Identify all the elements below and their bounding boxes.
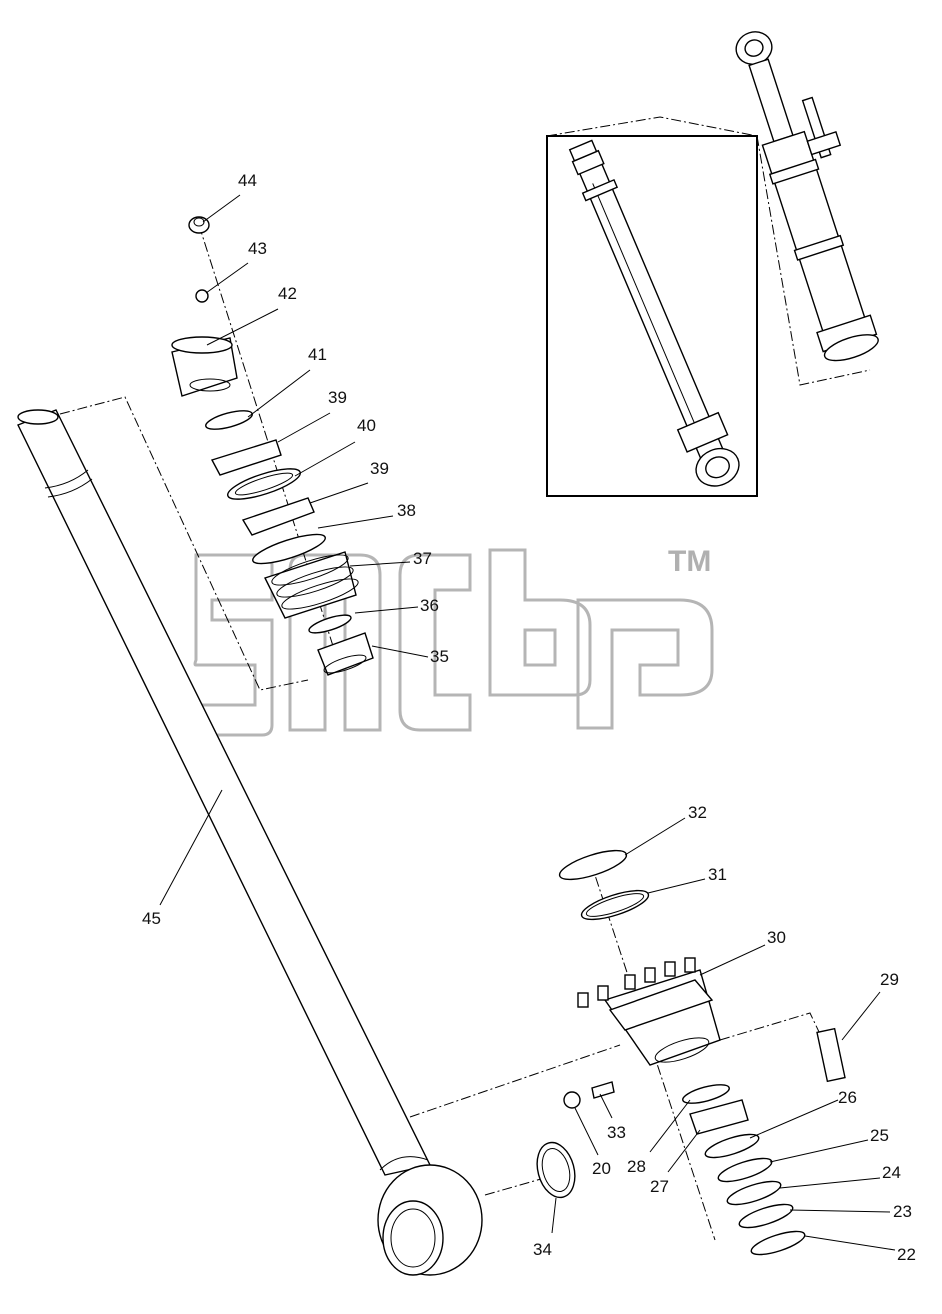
callout-38: 38 (397, 501, 416, 520)
callout-23: 23 (893, 1202, 912, 1221)
callout-44: 44 (238, 171, 257, 190)
callout-20: 20 (592, 1159, 611, 1178)
callout-41: 41 (308, 345, 327, 364)
callout-32: 32 (688, 803, 707, 822)
piston-rod-45 (17, 409, 483, 1276)
top-parts (171, 216, 374, 676)
callout-31: 31 (708, 865, 727, 884)
callout-33: 33 (607, 1123, 626, 1142)
callout-34: 34 (533, 1240, 552, 1259)
watermark-logo: TM (193, 545, 714, 737)
callout-43: 43 (248, 239, 267, 258)
callout-25: 25 (870, 1126, 889, 1145)
leader-lines (159, 194, 896, 1251)
callout-29: 29 (880, 970, 899, 989)
callout-42: 42 (278, 284, 297, 303)
bottom-parts (536, 849, 846, 1256)
callout-39a: 39 (328, 388, 347, 407)
inset-view (546, 116, 758, 497)
callout-26: 26 (838, 1088, 857, 1107)
callout-30: 30 (767, 928, 786, 947)
callout-labels: 44 43 42 41 39 40 39 38 37 36 35 45 32 3… (142, 171, 916, 1264)
callout-37: 37 (413, 549, 432, 568)
callout-36: 36 (420, 596, 439, 615)
callout-24: 24 (882, 1163, 901, 1182)
callout-28: 28 (627, 1157, 646, 1176)
callout-35: 35 (430, 647, 449, 666)
callout-40: 40 (357, 416, 376, 435)
callout-39b: 39 (370, 459, 389, 478)
assembled-cylinder (735, 31, 879, 386)
callout-45: 45 (142, 909, 161, 928)
watermark-trademark: TM (668, 545, 711, 578)
callout-27: 27 (650, 1177, 669, 1196)
callout-22: 22 (897, 1245, 916, 1264)
